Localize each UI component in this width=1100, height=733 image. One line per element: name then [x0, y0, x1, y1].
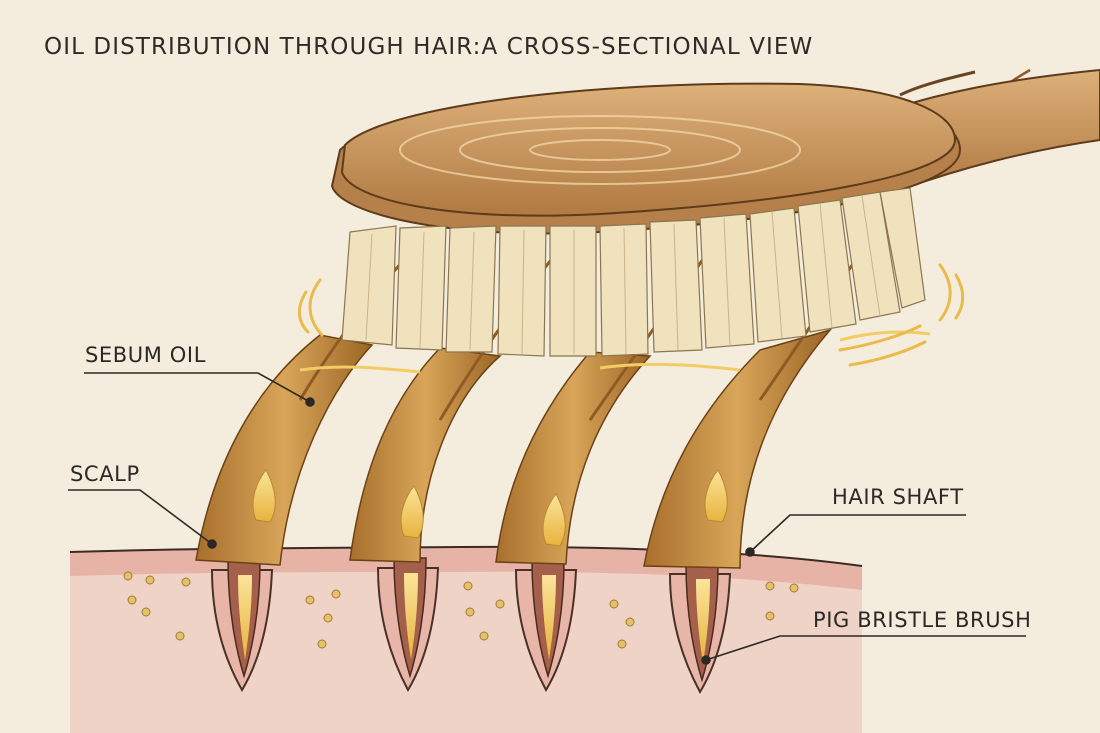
label-pig-bristle-brush: PIG BRISTLE BRUSH — [813, 608, 1032, 632]
label-scalp: SCALP — [70, 462, 140, 486]
diagram-title: OIL DISTRIBUTION THROUGH HAIR:A CROSS-SE… — [44, 34, 813, 60]
scalp-tissue — [70, 547, 862, 733]
label-sebum-oil: SEBUM OIL — [85, 343, 206, 367]
label-hair-shaft: HAIR SHAFT — [832, 485, 964, 509]
